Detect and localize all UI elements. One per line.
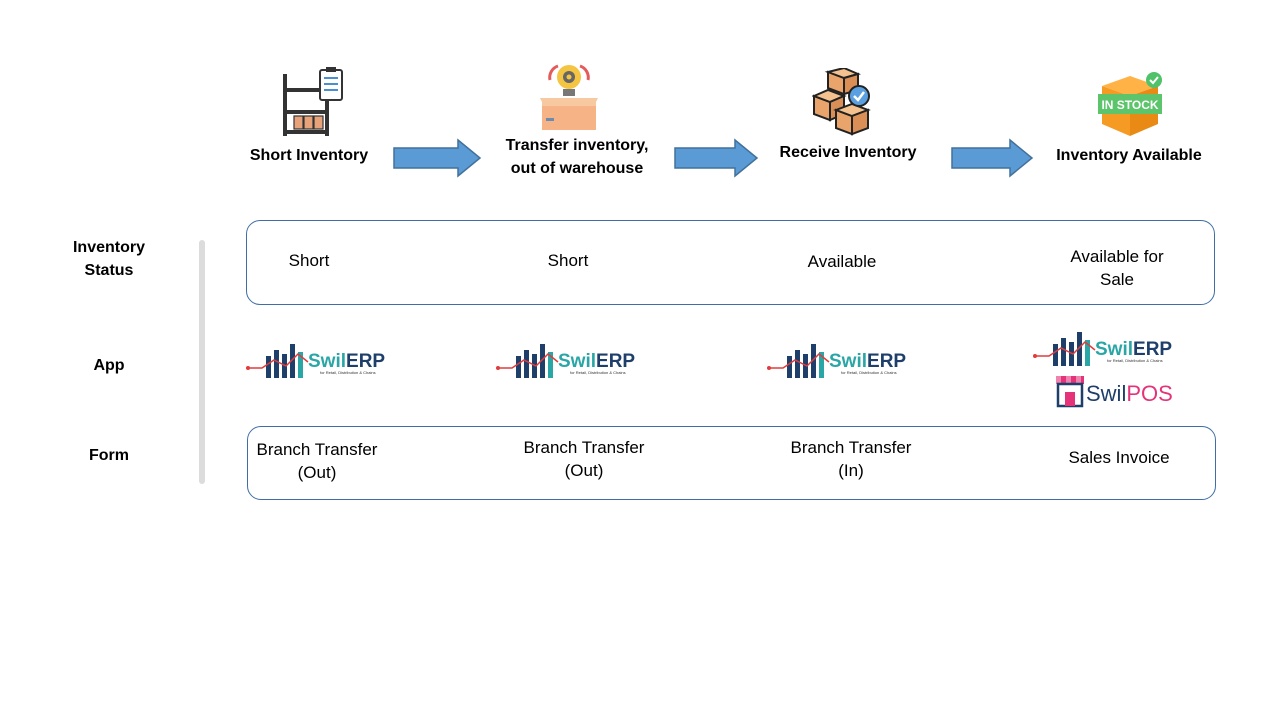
stage-title-short-inventory: Short Inventory [249,147,369,164]
row-label-form: Form [89,447,129,464]
stage-title-transfer-inventory: Transfer inventory, out of warehouse [505,137,649,177]
box-transfer-gear-icon [536,60,602,132]
warehouse-shelf-clipboard-icon [278,66,346,138]
flow-arrow-icon [951,138,1034,178]
status-row-box [246,220,1215,305]
form-cell: Branch Transfer (Out) [523,438,645,480]
status-cell: Short [288,251,330,270]
swilerp-logo: SwilERP for Retail, Distribution & Chain… [246,340,392,382]
svg-text:for Retail, Distribution & Cha: for Retail, Distribution & Chains [570,370,626,375]
swilerp-logo: SwilERP for Retail, Distribution & Chain… [767,340,913,382]
flow-arrow-icon [393,138,482,178]
row-label-inventory-status: Inventory Status [72,239,145,279]
svg-text:for Retail, Distribution & Cha: for Retail, Distribution & Chains [841,370,897,375]
status-cell: Available [807,252,877,271]
stacked-boxes-check-icon [811,66,874,136]
svg-text:SwilPOS: SwilPOS [1086,381,1173,406]
in-stock-box-icon: IN STOCK [1094,70,1166,138]
form-row-box [247,426,1216,500]
row-divider [199,240,205,484]
svg-text:SwilERP: SwilERP [829,351,906,372]
svg-text:SwilERP: SwilERP [558,351,635,372]
stage-title-inventory-available: Inventory Available [1056,147,1202,164]
flow-arrow-icon [674,138,759,178]
row-label-app: App [93,357,125,374]
swilerp-logo: SwilERP for Retail, Distribution & Chain… [1033,328,1179,370]
status-cell: Short [547,251,589,270]
svg-text:for Retail, Distribution & Cha: for Retail, Distribution & Chains [1107,358,1163,363]
form-cell: Sales Invoice [1068,448,1170,467]
svg-text:SwilERP: SwilERP [1095,339,1172,360]
form-cell: Branch Transfer (Out) [256,440,378,482]
swilpos-logo: SwilPOS [1052,374,1182,410]
in-stock-label: IN STOCK [1101,98,1158,112]
stage-title-receive-inventory: Receive Inventory [779,144,917,161]
svg-text:for Retail, Distribution & Cha: for Retail, Distribution & Chains [320,370,376,375]
form-cell: Branch Transfer (In) [790,438,912,480]
status-cell: Available for Sale [1070,247,1164,289]
svg-text:SwilERP: SwilERP [308,351,385,372]
swilerp-logo: SwilERP for Retail, Distribution & Chain… [496,340,642,382]
